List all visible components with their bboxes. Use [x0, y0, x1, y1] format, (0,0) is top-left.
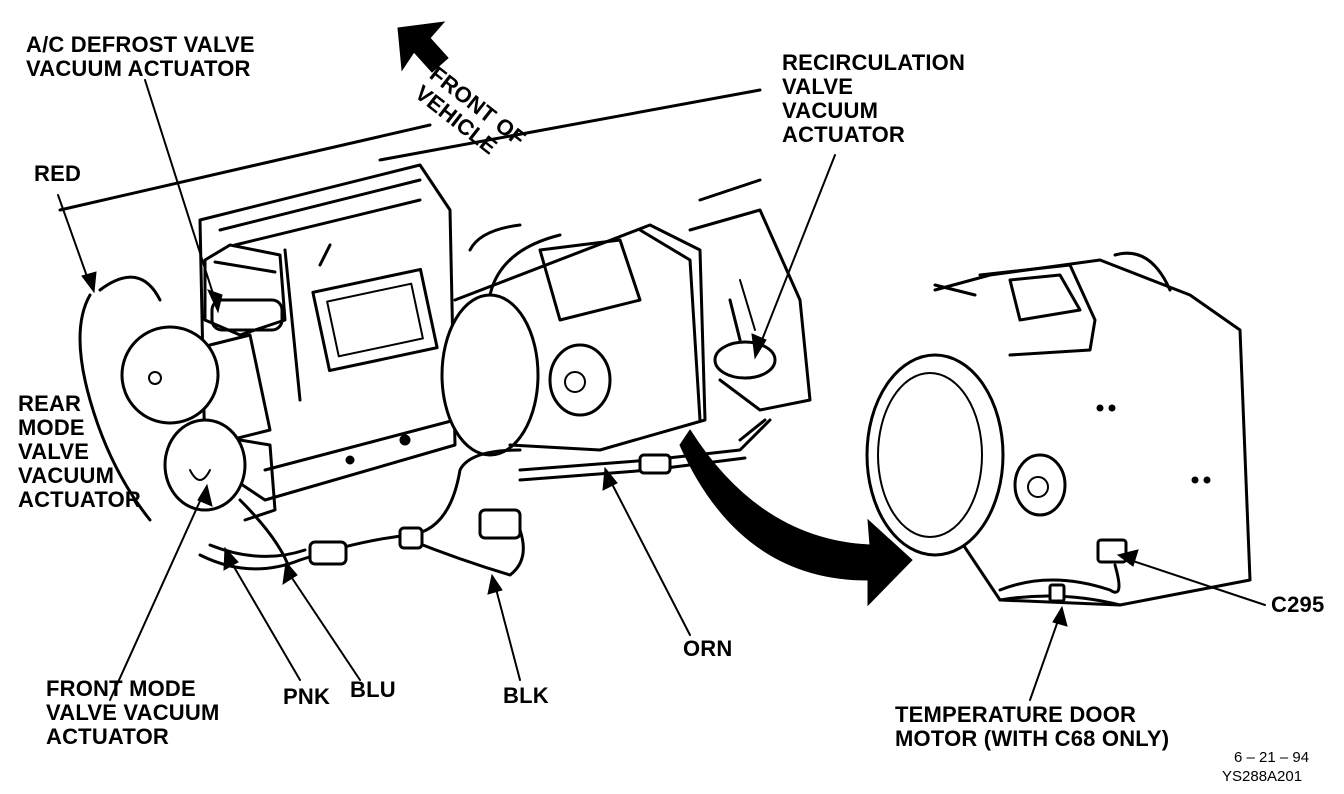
label-temperature-door-motor: TEMPERATURE DOOR MOTOR (WITH C68 ONLY): [895, 703, 1169, 751]
label-recirculation-actuator: RECIRCULATION VALVE VACUUM ACTUATOR: [782, 51, 965, 147]
label-line: ACTUATOR: [46, 724, 169, 749]
label-line: PNK: [283, 684, 331, 709]
left-hvac-module: [198, 163, 457, 502]
front-mode-actuator: [163, 418, 277, 522]
front-of-vehicle-arrow: [397, 21, 449, 73]
label-line: VACUUM: [782, 98, 879, 123]
label-line: VALVE VACUUM: [46, 700, 220, 725]
label-line: VACUUM: [18, 463, 115, 488]
label-line: VACUUM ACTUATOR: [26, 56, 251, 81]
label-line: MOTOR (WITH C68 ONLY): [895, 726, 1170, 751]
label-line: RECIRCULATION: [782, 50, 966, 75]
dashboard-outline: [58, 88, 762, 212]
label-c295-connector: C295: [1271, 593, 1324, 617]
blower-assembly: [440, 223, 707, 457]
label-line: ORN: [683, 636, 733, 661]
rear-mode-actuator: [120, 325, 272, 442]
label-line: VALVE: [18, 439, 90, 464]
label-line: FRONT MODE: [46, 676, 196, 701]
label-line: TEMPERATURE DOOR: [895, 702, 1137, 727]
label-line: ACTUATOR: [782, 122, 905, 147]
label-ac-defrost-actuator: A/C DEFROST VALVE VACUUM ACTUATOR: [26, 33, 255, 81]
label-orn-hose: ORN: [683, 637, 733, 661]
reference-date: 6 – 21 – 94: [1234, 749, 1310, 766]
label-line: BLU: [350, 677, 396, 702]
label-line: ACTUATOR: [18, 487, 141, 512]
figure-reference: 6 – 21 – 94 YS288A201: [1222, 748, 1309, 786]
label-line: MODE: [18, 415, 85, 440]
label-red-hose: RED: [34, 162, 81, 186]
label-line: RED: [34, 161, 82, 186]
temperature-door-detail: [865, 251, 1252, 607]
detail-arrow: [679, 429, 913, 607]
label-line: REAR: [18, 391, 82, 416]
recirculation-actuator: [688, 208, 812, 412]
label-blk-hose: BLK: [503, 684, 549, 708]
label-blu-hose: BLU: [350, 678, 396, 702]
label-rear-mode-actuator: REAR MODE VALVE VACUUM ACTUATOR: [18, 392, 141, 512]
label-line: BLK: [503, 683, 549, 708]
label-front-mode-actuator: FRONT MODE VALVE VACUUM ACTUATOR: [46, 677, 220, 749]
label-line: A/C DEFROST VALVE: [26, 32, 255, 57]
leader-lines: [57, 79, 1266, 701]
vacuum-hoses: [78, 275, 772, 577]
ac-defrost-actuator: [203, 243, 287, 337]
label-pnk-hose: PNK: [283, 685, 330, 709]
reference-code: YS288A201: [1222, 768, 1303, 785]
label-line: C295: [1271, 592, 1325, 617]
label-line: VALVE: [782, 74, 854, 99]
